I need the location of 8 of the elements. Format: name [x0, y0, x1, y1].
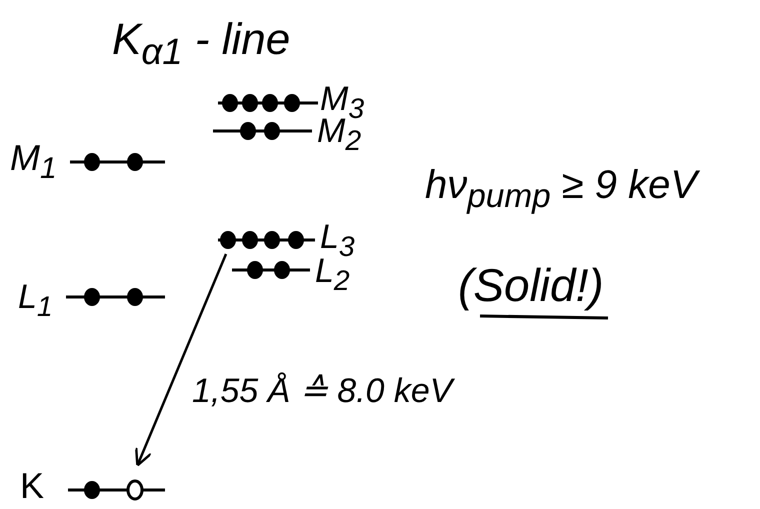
edge-label: 1,55 Å ≙ 8.0 keV — [192, 374, 452, 408]
level-label: M$_{1}$ — [10, 140, 57, 184]
note: hν$_{pump}$ ≥ 9 keV — [425, 165, 698, 214]
level-label: L$_{1}$ — [18, 280, 53, 322]
title: K$_{α1}$ - line — [112, 18, 290, 70]
level-label: K — [20, 468, 44, 504]
arrow — [134, 254, 228, 467]
note: (Solid!) — [458, 262, 604, 308]
